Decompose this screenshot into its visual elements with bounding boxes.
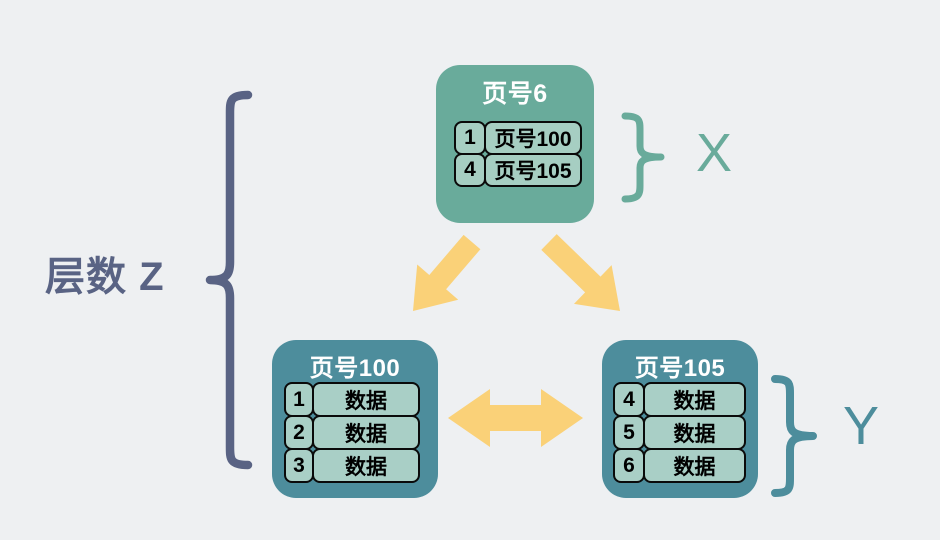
table-row: 3 数据 xyxy=(284,448,420,483)
node-page-6-title: 页号6 xyxy=(482,80,548,108)
curly-brace-right-icon xyxy=(621,112,665,203)
table-row: 6 数据 xyxy=(613,448,746,483)
row-key: 1 xyxy=(454,121,486,155)
layers-count-label: 层数 Z xyxy=(45,255,165,299)
x-label: X xyxy=(696,123,733,183)
row-key: 2 xyxy=(284,415,314,450)
row-value: 数据 xyxy=(643,415,746,450)
table-row: 2 数据 xyxy=(284,415,420,450)
row-value: 页号100 xyxy=(484,121,582,155)
row-value: 数据 xyxy=(312,448,420,483)
table-row: 1 页号100 xyxy=(454,121,582,155)
node-page-6-rows: 1 页号100 4 页号105 xyxy=(454,121,582,187)
row-value: 数据 xyxy=(643,448,746,483)
table-row: 1 数据 xyxy=(284,382,420,417)
row-key: 3 xyxy=(284,448,314,483)
node-page-105-rows: 4 数据 5 数据 6 数据 xyxy=(613,382,746,483)
node-page-100-title: 页号100 xyxy=(309,355,401,382)
row-key: 4 xyxy=(454,153,486,187)
row-value: 页号105 xyxy=(484,153,582,187)
node-page-100: 页号100 1 数据 2 数据 3 数据 xyxy=(272,340,438,498)
table-row: 4 页号105 xyxy=(454,153,582,187)
node-page-6: 页号6 1 页号100 4 页号105 xyxy=(436,65,594,223)
row-value: 数据 xyxy=(312,382,420,417)
arrow-left-right-icon xyxy=(448,389,583,447)
row-key: 5 xyxy=(613,415,645,450)
table-row: 4 数据 xyxy=(613,382,746,417)
arrow-down-right-icon xyxy=(541,234,620,311)
node-page-100-rows: 1 数据 2 数据 3 数据 xyxy=(284,382,420,483)
row-key: 6 xyxy=(613,448,645,483)
row-key: 1 xyxy=(284,382,314,417)
row-key: 4 xyxy=(613,382,645,417)
row-value: 数据 xyxy=(312,415,420,450)
curly-brace-left-icon xyxy=(205,90,253,470)
table-row: 5 数据 xyxy=(613,415,746,450)
node-page-105-title: 页号105 xyxy=(634,355,726,382)
curly-brace-right-icon xyxy=(771,375,817,497)
y-label: Y xyxy=(843,396,880,456)
row-value: 数据 xyxy=(643,382,746,417)
node-page-105: 页号105 4 数据 5 数据 6 数据 xyxy=(602,340,758,498)
arrow-down-left-icon xyxy=(413,234,481,311)
